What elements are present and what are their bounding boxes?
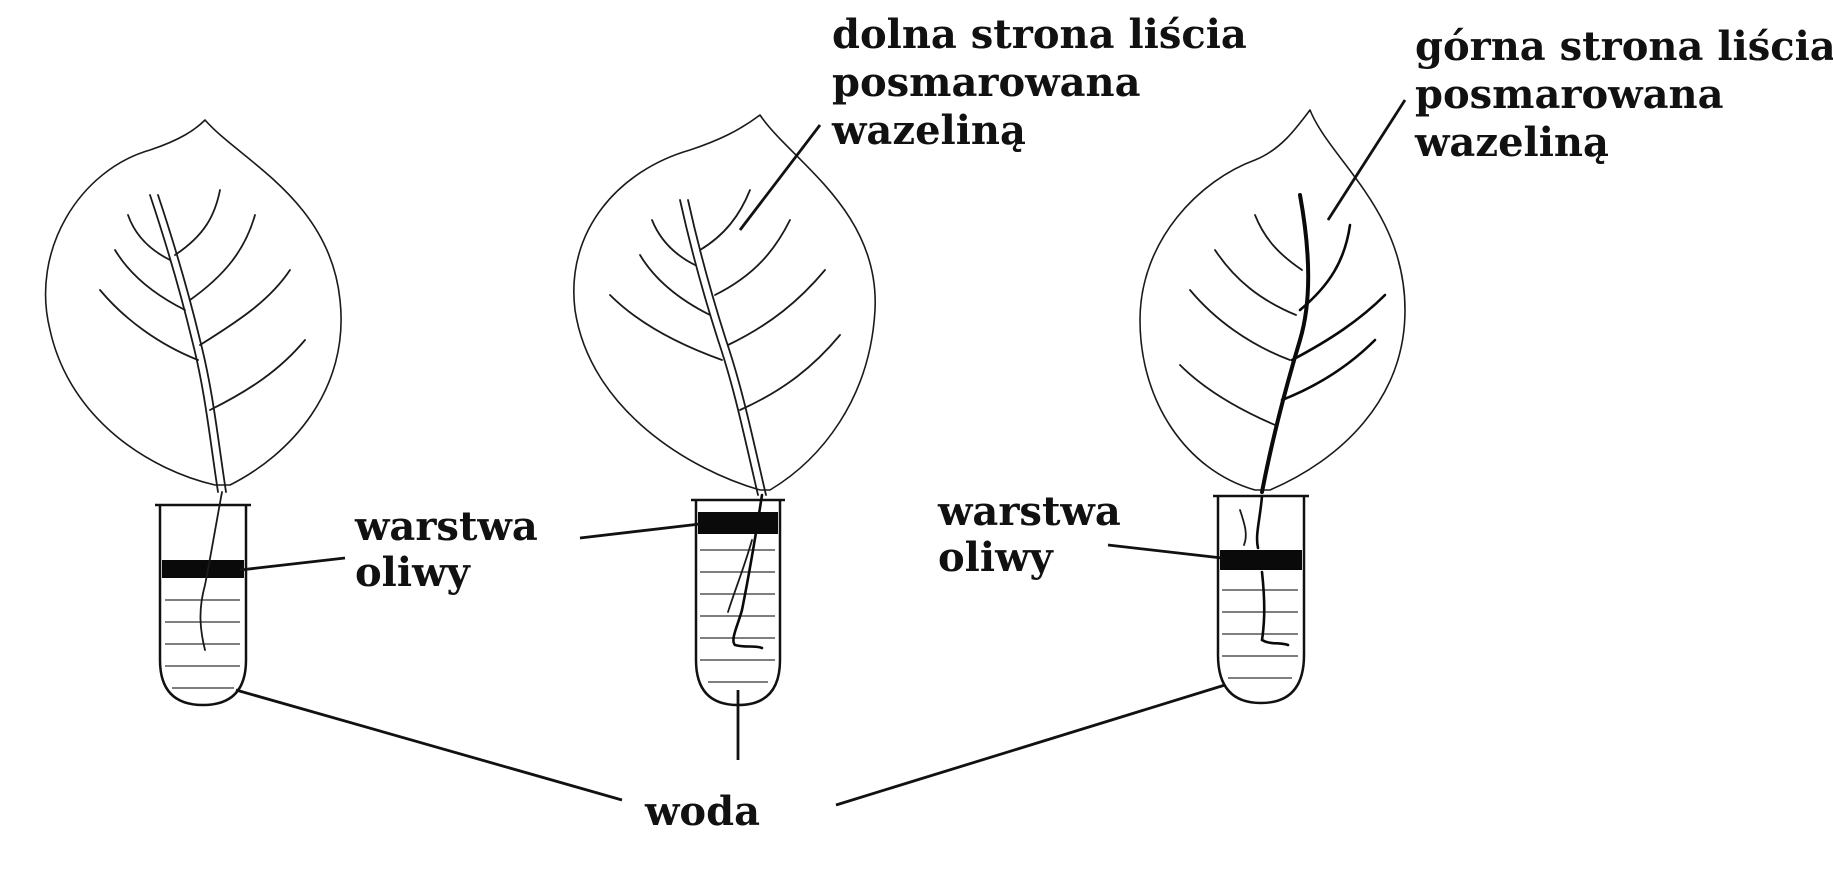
leaf-2-vein <box>714 219 791 296</box>
leaf-1-vein <box>209 339 306 411</box>
oil-layer-1 <box>162 560 244 578</box>
leaf-3-vein <box>1290 293 1387 362</box>
leader-upper-side <box>1326 99 1407 221</box>
stem-1 <box>199 491 223 651</box>
label-upper-side: górna strona liścia posmarowana wazeliną <box>1414 23 1833 166</box>
leader-water-left <box>235 688 623 802</box>
leaf-1-midrib-b <box>157 194 227 493</box>
leaf-2-vein <box>609 294 723 361</box>
leaf-1-midrib-a <box>149 194 219 493</box>
leaf-2-vein <box>639 254 711 316</box>
leaf-3-vein <box>1179 364 1276 426</box>
label-oil-layer-right: warstwa oliwy <box>937 488 1135 581</box>
leader-oil-middle <box>579 522 701 540</box>
setup-2 <box>573 114 876 707</box>
leader-oil-left <box>239 556 346 572</box>
leaf-1-blade <box>44 119 342 486</box>
leaf-2-midrib-b <box>687 199 767 496</box>
leaf-1-vein <box>127 214 171 261</box>
leaf-3-vein <box>1254 214 1303 271</box>
leaf-2-vein <box>727 269 826 346</box>
leaf-1-vein <box>174 189 221 256</box>
oil-layer-2 <box>698 512 778 534</box>
leader-oil-right <box>1107 543 1223 560</box>
leaf-3-vein <box>1298 223 1352 312</box>
leaf-2-vein <box>651 219 696 266</box>
leaf-3-blade <box>1139 109 1406 491</box>
leaf-2-blade <box>573 114 876 491</box>
leaf-3-vein <box>1280 338 1377 402</box>
stem-2-branch <box>727 539 753 613</box>
label-oil-layer-left: warstwa oliwy <box>354 503 552 596</box>
leaf-3-vein <box>1214 249 1297 316</box>
leaf-1-vein <box>99 289 199 361</box>
water-3 <box>1222 589 1298 679</box>
label-water: woda <box>644 788 760 835</box>
leaf-2-midrib-a <box>679 199 759 496</box>
oil-layer-3 <box>1220 550 1302 570</box>
stem-2 <box>732 493 764 650</box>
tube-1-outline <box>158 505 248 707</box>
leaf-1-vein <box>199 269 291 346</box>
test-tube-2 <box>691 493 785 707</box>
leader-lines <box>235 99 1407 807</box>
water-1 <box>165 599 240 689</box>
leaf-1-vein <box>114 249 186 311</box>
leaf-1-vein <box>189 214 256 301</box>
leader-lower-side <box>738 124 822 231</box>
setup-3 <box>1139 109 1406 705</box>
tube-3-outline <box>1216 496 1306 705</box>
leaf-3 <box>1139 109 1406 494</box>
label-lower-side: dolna strona liścia posmarowana wazeliną <box>831 11 1261 154</box>
leaf-3-vein <box>1189 289 1291 361</box>
test-tube-3 <box>1213 494 1309 705</box>
leaf-2 <box>573 114 876 496</box>
leader-water-right <box>835 683 1226 807</box>
leaf-3-midrib <box>1260 193 1311 494</box>
water-2 <box>700 549 775 683</box>
setup-1 <box>44 119 342 707</box>
stem-3-lower <box>1260 570 1290 647</box>
leaf-1 <box>44 119 342 493</box>
test-tube-1 <box>155 491 251 707</box>
leaf-2-vein <box>699 189 751 251</box>
leaf-2-vein <box>739 334 841 411</box>
stem-3-branch <box>1239 509 1247 546</box>
stem-3 <box>1255 494 1264 550</box>
